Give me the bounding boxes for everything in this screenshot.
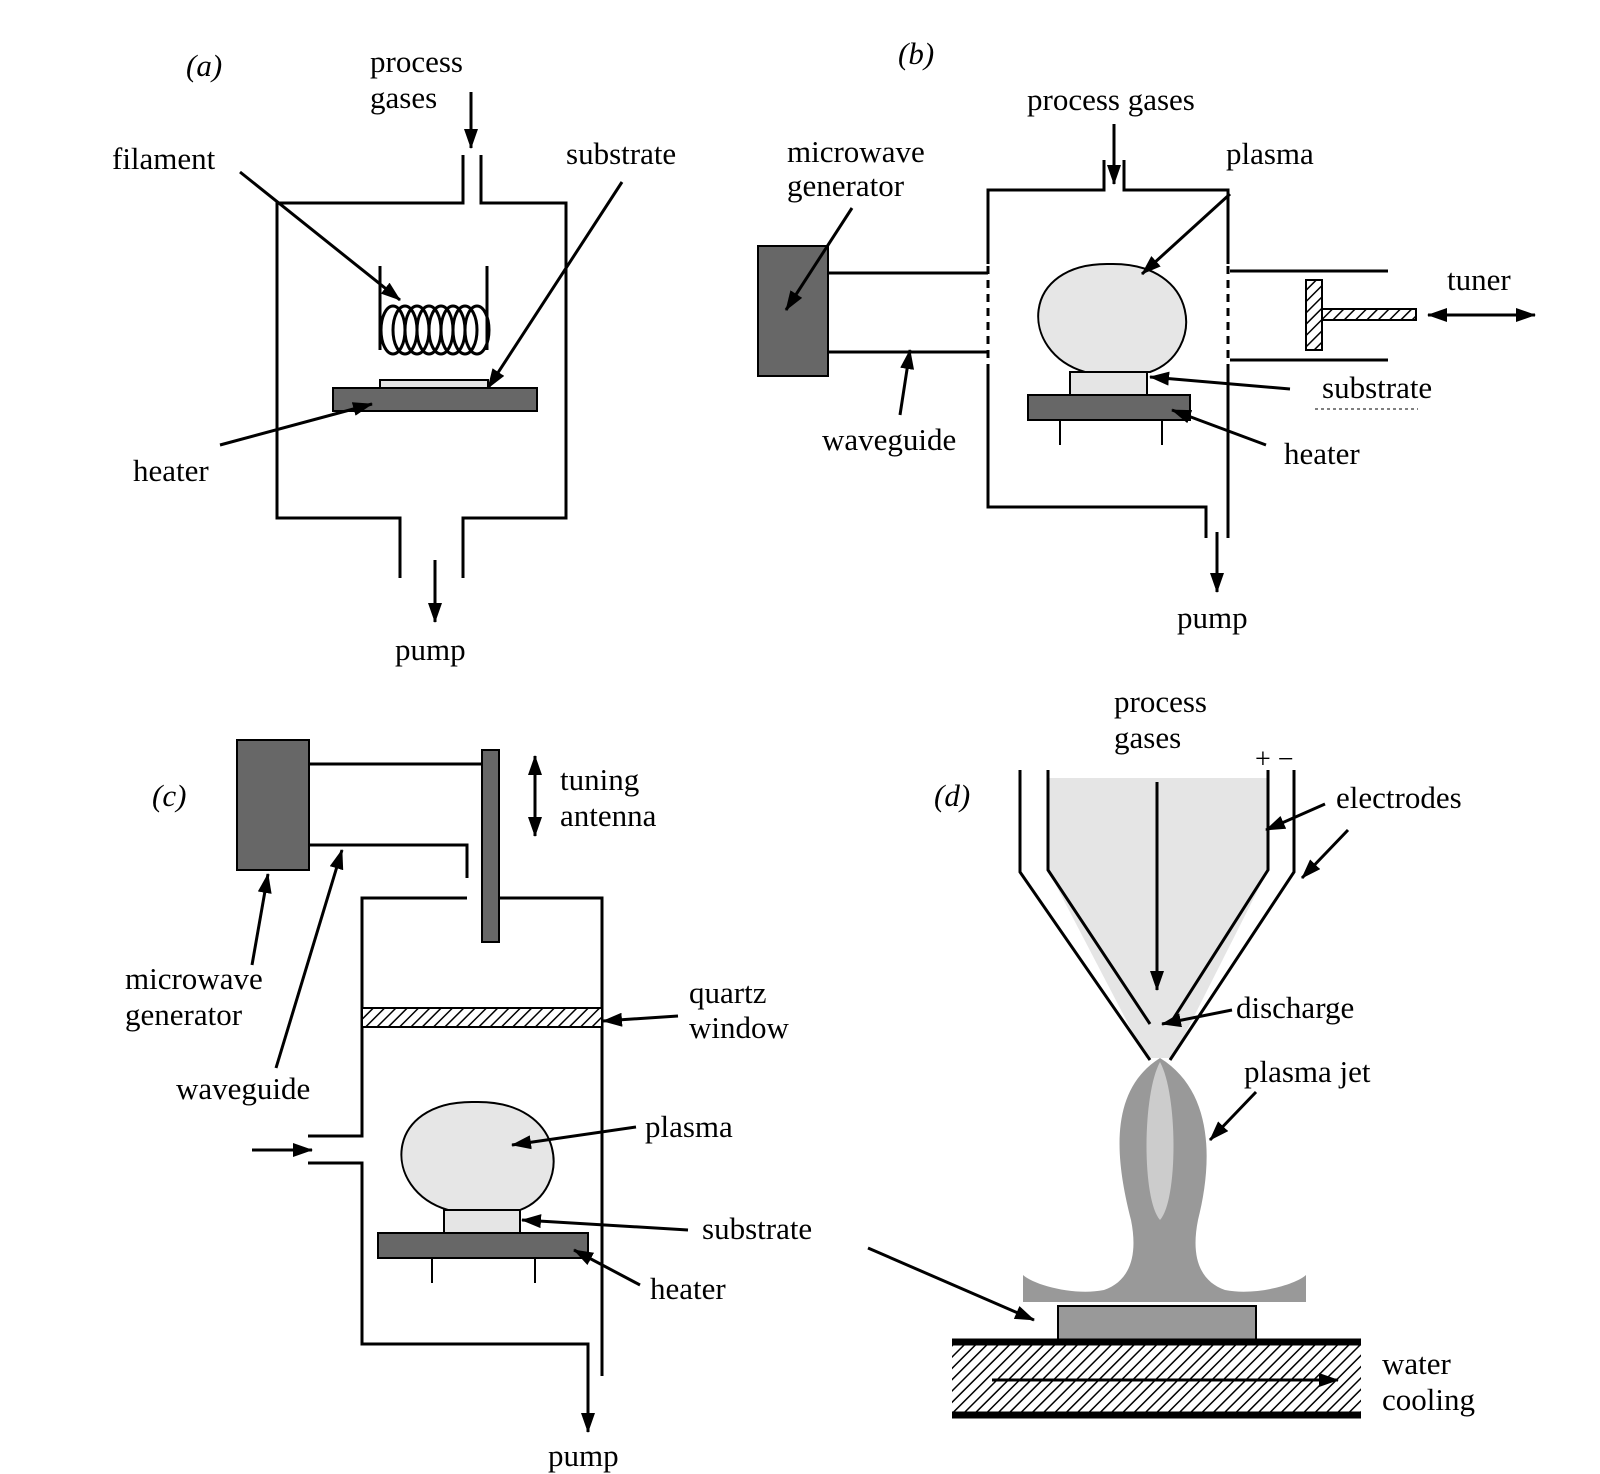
panel-c-heater-label: heater (650, 1271, 726, 1306)
panel-d-plasma-jet-core (1146, 1062, 1174, 1220)
panel-c-waveguide-arrow (274, 849, 344, 1069)
panel-b-waveguide-arrow (898, 349, 915, 416)
panel-b: (b) process gases microwave generator pl… (757, 36, 1536, 635)
panel-c-waveguide-label: waveguide (176, 1071, 310, 1106)
panel-c-plasma (400, 1100, 555, 1211)
panel-a-label: (a) (186, 48, 222, 83)
panel-a-chamber-right-wall (461, 155, 568, 578)
panel-c-substrate-label: substrate (702, 1211, 812, 1246)
panel-b-plasma-arrow (1140, 192, 1232, 276)
panel-b-label: (b) (898, 36, 934, 71)
panel-d-substrate (1057, 1305, 1257, 1343)
panel-c-heater-legs (431, 1258, 536, 1283)
panel-b-heater-label: heater (1284, 436, 1360, 471)
panel-c-quartz-window-arrow (602, 1012, 679, 1027)
panel-a-heater-label: heater (133, 453, 209, 488)
panel-d-water-cooling-line2: cooling (1382, 1382, 1475, 1417)
panel-c-waveguide-bottom (309, 843, 469, 878)
panel-b-heater (1027, 394, 1191, 421)
panel-d-process-gases-line2: gases (1114, 720, 1181, 755)
panel-d-discharge-arrow (1161, 1008, 1233, 1028)
filament-coil (379, 304, 491, 356)
panel-a: (a) process gases filament substrate hea… (112, 44, 676, 667)
panel-b-heater-legs (1059, 420, 1163, 445)
panel-a-chamber-left-wall (275, 155, 465, 578)
panel-b-waveguide-label: waveguide (822, 422, 956, 457)
panel-c-tuning-antenna-line1: tuning (560, 762, 639, 797)
panel-c-label: (c) (152, 778, 186, 813)
panel-b-chamber-top-right (1122, 160, 1230, 264)
panel-d-discharge-label: discharge (1236, 990, 1354, 1025)
panel-d-outer-electrode-left (1018, 770, 1152, 1061)
panel-c-quartz-window-line1: quartz (689, 975, 766, 1010)
panel-c-quartz-window-line2: window (689, 1010, 790, 1045)
panel-b-chamber-top-left (986, 160, 1106, 264)
panel-d-electrode-outer-arrow (1300, 828, 1350, 880)
panel-d-outer-electrode-right (1168, 770, 1296, 1061)
panel-c-tuning-antenna (481, 749, 500, 943)
panel-a-pump-label: pump (395, 632, 466, 667)
panel-d-plasma-jet-label: plasma jet (1244, 1054, 1371, 1089)
panel-c-generator-arrow (250, 873, 272, 966)
panel-c-heater-arrow (573, 1248, 641, 1287)
panel-a-filament-arrow (239, 170, 401, 302)
panel-c-quartz-window (361, 1007, 603, 1028)
panel-a-substrate-arrow (486, 181, 624, 389)
panel-d-electrodes-label: electrodes (1336, 780, 1462, 815)
panel-b-substrate-arrow (1149, 371, 1291, 391)
panel-d-process-gases-line1: process (1114, 684, 1207, 719)
panel-c-substrate-arrow (521, 1214, 689, 1232)
panel-c-chamber-lower-left (308, 1161, 590, 1376)
panel-b-tuner-plate (1305, 279, 1323, 351)
panel-b-generator-arrow (784, 207, 854, 311)
panel-d-label: (d) (934, 778, 970, 813)
panel-b-heater-arrow (1171, 408, 1267, 447)
panel-d-substrate-arrow (867, 1246, 1035, 1322)
panel-c: (c) tuning antenna microwave generator w… (125, 739, 812, 1473)
panel-b-process-gases-label: process gases (1027, 82, 1195, 117)
panel-b-substrate (1069, 371, 1148, 396)
panel-d-polarity: + − (1255, 744, 1294, 775)
panel-b-chamber-bottom (986, 364, 1208, 538)
panel-c-chamber-right-wall (499, 896, 604, 1376)
panel-d-electrode-inner-arrow (1265, 802, 1326, 832)
panel-b-pump-label: pump (1177, 600, 1248, 635)
panel-a-filament-label: filament (112, 141, 216, 176)
panel-a-process-gases-line1: process (370, 44, 463, 79)
panel-b-tuner-label: tuner (1447, 262, 1511, 297)
panel-c-plasma-arrow (511, 1125, 637, 1150)
panel-c-microwave-generator-line1: microwave (125, 961, 263, 996)
panel-a-heater-arrow (219, 402, 373, 447)
panel-b-microwave-generator-line2: generator (787, 168, 905, 203)
panel-c-microwave-generator (236, 739, 310, 871)
panel-a-process-gases-line2: gases (370, 80, 437, 115)
panel-a-heater (332, 387, 538, 412)
panel-b-plasma-label: plasma (1226, 136, 1314, 171)
panel-c-pump-label: pump (548, 1438, 619, 1473)
panel-d-plasma-jet-arrow (1208, 1090, 1258, 1142)
panel-d-inner-electrode-left (1046, 770, 1152, 1025)
panel-d-water-cooling-line1: water (1382, 1346, 1452, 1381)
panel-b-tuner-rod (1321, 308, 1417, 321)
panel-c-substrate (443, 1209, 521, 1234)
panel-c-tuning-antenna-line2: antenna (560, 798, 657, 833)
panel-c-plasma-label: plasma (645, 1109, 733, 1144)
panel-b-microwave-generator-line1: microwave (787, 134, 925, 169)
panel-d-inner-electrode-right (1168, 770, 1270, 1025)
panel-b-plasma (1037, 262, 1188, 373)
panel-a-substrate-label: substrate (566, 136, 676, 171)
panel-c-microwave-generator-line2: generator (125, 997, 243, 1032)
panel-c-heater (377, 1232, 589, 1259)
panel-b-microwave-generator (757, 245, 829, 377)
panel-d: (d) process gases + − electrodes dischar… (867, 684, 1475, 1419)
panel-b-substrate-label: substrate (1322, 370, 1432, 405)
